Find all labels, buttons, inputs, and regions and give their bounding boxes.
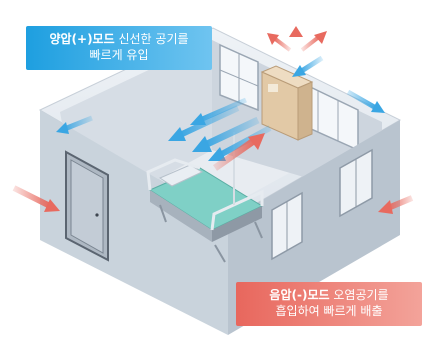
ventilation-unit [260,65,314,141]
inflow-arrow-roof-left [56,115,93,134]
outflow-arrow-vertical [289,26,303,58]
outflow-arrow-upleft [267,33,292,52]
inflow-arrow-roof-right [346,89,385,113]
front-window-right [339,148,373,218]
outflow-arrows [12,26,414,214]
positive-pressure-callout: 양압(+)모드 신선한 공기를 빠르게 유입 [26,26,212,70]
negative-mode-line1: 음압(-)모드 오염공기를 [236,287,422,303]
inflow-arrow-center-1 [168,105,240,141]
outflow-arrow-right-wall [378,195,414,214]
negative-mode-text1: 오염공기를 [333,288,389,302]
outflow-arrow-left-wall [12,185,60,212]
outflow-arrow-upright [300,31,327,52]
inflow-arrows [56,55,385,161]
positive-mode-line1: 양압(+)모드 신선한 공기를 [26,31,212,47]
negative-pressure-callout: 음압(-)모드 오염공기를 흡입하여 빠르게 배출 [236,282,422,326]
negative-mode-title: 음압(-)모드 [269,288,330,302]
inflow-arrow-center-4 [190,97,247,125]
inflow-arrow-top [292,55,324,77]
back-window-left [219,43,259,112]
positive-mode-title: 양압(+)모드 [49,32,115,46]
room-door [65,150,109,262]
inflow-arrow-center-2 [192,116,260,152]
positive-mode-text1: 신선한 공기를 [118,32,189,46]
front-window-left [271,191,303,261]
positive-mode-text2: 빠르게 유입 [89,48,149,62]
inflow-arrow-center-3 [208,125,272,161]
outflow-arrow-bed [212,133,265,171]
negative-mode-text2: 흡입하여 빠르게 배출 [275,304,383,318]
hospital-bed [146,132,264,263]
